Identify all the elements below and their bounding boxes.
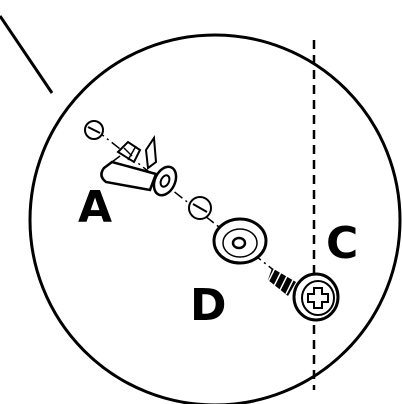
part-label-a: A bbox=[78, 182, 112, 233]
phillips-screw-icon bbox=[267, 265, 340, 322]
leader-line bbox=[0, 15, 54, 94]
wall-anchor-icon bbox=[100, 135, 178, 197]
part-label-c: C bbox=[326, 218, 358, 269]
part-label-d: D bbox=[190, 280, 227, 331]
axis-hole-symbol-2 bbox=[188, 196, 212, 220]
axis-hole-symbol-1 bbox=[84, 120, 104, 140]
washer-icon bbox=[212, 217, 268, 265]
detail-circle bbox=[28, 33, 402, 404]
